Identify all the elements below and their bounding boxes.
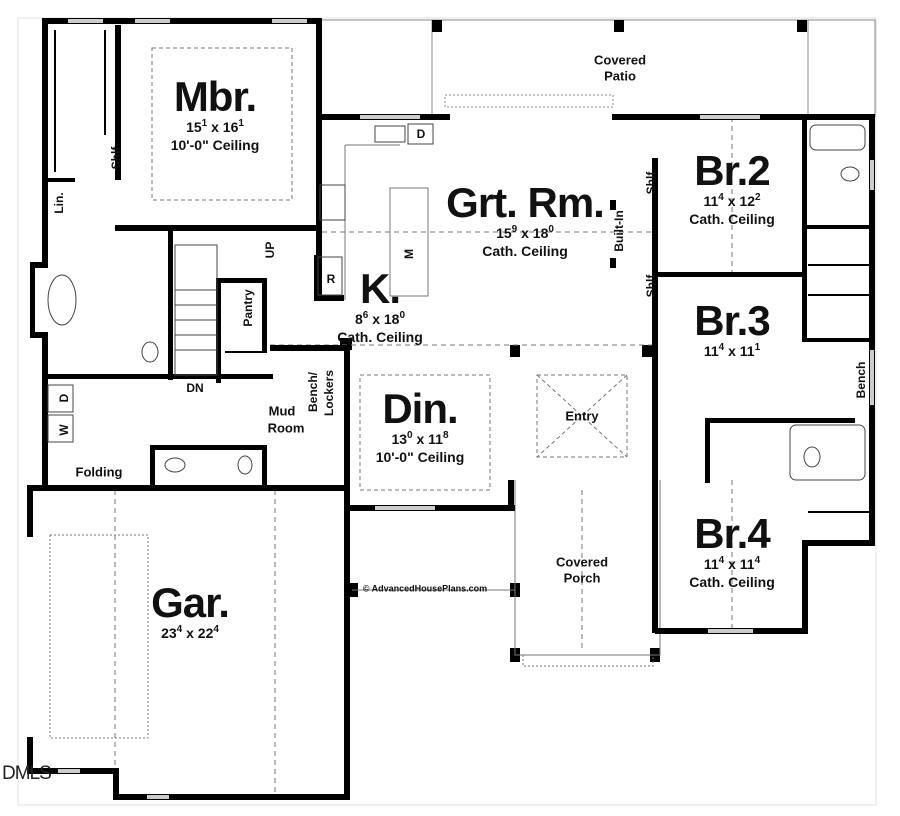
room-br3-name: Br.3 [694, 297, 770, 344]
label-bench: Bench/ [306, 371, 320, 413]
copyright-notice: © AdvancedHousePlans.com [362, 583, 488, 594]
label-bench-br3: Bench [854, 361, 868, 399]
closet-hangers [54, 30, 869, 513]
room-grt-ceiling: Cath. Ceiling [482, 243, 568, 259]
room-grt: Grt. Rm. 159 x 180 Cath. Ceiling [446, 179, 605, 260]
room-br2-dims: 114 x 122 [703, 192, 761, 210]
room-br2-ceiling: Cath. Ceiling [689, 211, 775, 227]
label-porch-2: Porch [563, 570, 601, 586]
room-br4: Br.4 114 x 114 Cath. Ceiling [689, 510, 775, 591]
room-gar-dims: 234 x 224 [161, 624, 219, 642]
label-built-in: Built-In [612, 210, 626, 252]
room-gar: Gar. 234 x 224 [151, 579, 230, 642]
room-br3-dims: 114 x 111 [703, 342, 761, 360]
label-patio-1: Covered [593, 52, 647, 68]
room-br2: Br.2 114 x 122 Cath. Ceiling [689, 147, 775, 228]
label-pantry: Pantry [241, 289, 255, 327]
room-gar-name: Gar. [151, 579, 230, 626]
room-br2-name: Br.2 [694, 147, 770, 194]
room-br3: Br.3 114 x 111 [694, 297, 770, 360]
windows [58, 19, 874, 799]
room-kitchen: K. 86 x 180 Cath. Ceiling [337, 265, 423, 346]
label-dryer: D [57, 393, 71, 403]
label-lockers: Lockers [322, 369, 336, 417]
room-br4-name: Br.4 [694, 510, 770, 557]
label-stairs-up: UP [263, 241, 277, 259]
watermark-dmls: DMLS [2, 763, 52, 784]
porch-outline [49, 47, 733, 797]
room-br4-ceiling: Cath. Ceiling [689, 574, 775, 590]
patio-outline [322, 19, 876, 117]
label-stairs-down: DN [186, 381, 204, 395]
room-mbr-dims: 151 x 161 [186, 118, 244, 136]
room-grt-dims: 159 x 180 [496, 224, 554, 242]
label-patio-2: Patio [604, 68, 636, 84]
label-folding: Folding [75, 464, 123, 480]
frame [17, 17, 877, 806]
label-shelf-grt-2: Shlf [644, 274, 658, 298]
label-mud-1: Mud [268, 403, 296, 419]
label-microwave: M [402, 249, 416, 259]
room-mbr: Mbr. 151 x 161 10'-0" Ceiling [170, 73, 260, 154]
room-din-dims: 130 x 118 [391, 430, 449, 448]
room-mbr-ceiling: 10'-0" Ceiling [170, 137, 260, 153]
room-din-name: Din. [382, 385, 458, 432]
room-kitchen-dims: 86 x 180 [354, 310, 406, 328]
walls [27, 18, 875, 800]
label-shelf-grt-1: Shlf [644, 171, 658, 195]
label-mud-2: Room [267, 420, 305, 436]
room-kitchen-name: K. [360, 265, 401, 312]
room-din: Din. 130 x 118 10'-0" Ceiling [375, 385, 465, 466]
label-dishwasher: D [416, 127, 426, 141]
label-entry: Entry [565, 408, 599, 424]
label-porch-1: Covered [555, 554, 609, 570]
label-linen: Lin. [52, 192, 66, 214]
room-mbr-name: Mbr. [173, 73, 257, 120]
label-washer: W [57, 424, 71, 436]
room-din-ceiling: 10'-0" Ceiling [375, 449, 465, 465]
room-br4-dims: 114 x 114 [703, 555, 761, 573]
room-grt-name: Grt. Rm. [446, 179, 605, 226]
room-kitchen-ceiling: Cath. Ceiling [337, 329, 423, 345]
fixtures [47, 123, 866, 481]
label-fridge: R [326, 272, 336, 286]
label-shelf-mbr: Shlf [109, 146, 123, 170]
